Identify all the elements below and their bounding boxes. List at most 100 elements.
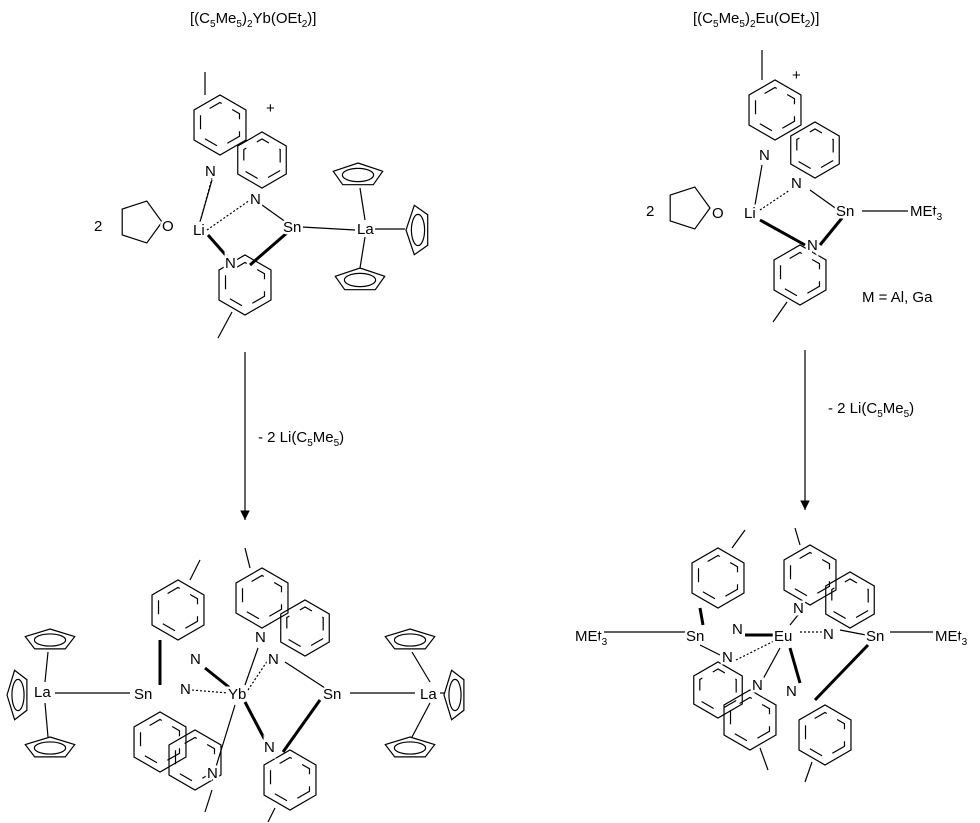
bond (243, 701, 268, 743)
structure-bottom-left: La Sn Yb Sn La N N N N N N (32, 627, 440, 785)
ring-double-bonds (199, 101, 241, 149)
cp-aromatic-circle (33, 741, 67, 755)
bond (759, 747, 769, 771)
atom-la: La (357, 221, 374, 238)
pyridine-ring (693, 661, 743, 719)
atom-n: N (250, 191, 261, 208)
atom-n: N (255, 629, 266, 646)
cyclopentadienyl-ring (24, 736, 76, 758)
cyclopentadienyl-ring (334, 267, 386, 291)
reagent-right: [(C5Me5)2Eu(OEt2)] (693, 10, 819, 30)
bond (754, 164, 763, 206)
coefficient: 2 (646, 203, 654, 220)
cp-aromatic-circle (343, 272, 377, 288)
atom-n: N (823, 626, 834, 643)
cp-aromatic-circle (393, 741, 427, 755)
bond (813, 643, 870, 702)
bond (204, 666, 231, 690)
bond (249, 230, 289, 267)
dative-bond (735, 639, 777, 661)
pyridine-ring (237, 131, 287, 189)
atom-n: N (205, 163, 216, 180)
atom-n: N (786, 683, 797, 700)
bond (411, 651, 431, 683)
bond (772, 301, 788, 323)
atom-sn: Sn (283, 219, 301, 236)
bond (284, 661, 326, 689)
bond (44, 702, 49, 738)
pyridine-ring (748, 79, 802, 141)
dative-bond (191, 689, 229, 694)
group-met3: MEt3 (935, 628, 968, 648)
pyridine-ring (691, 547, 745, 609)
ring-double-bonds (157, 586, 199, 634)
bond (818, 217, 844, 246)
bond (809, 189, 839, 211)
cp-aromatic-circle (341, 167, 375, 183)
cyclopentadienyl-ring (384, 628, 436, 650)
atom-n: N (190, 651, 201, 668)
bond (359, 236, 366, 269)
ring-double-bonds (831, 578, 869, 622)
atom-o: O (162, 218, 174, 235)
bond (301, 226, 356, 231)
ring-double-bonds (286, 606, 324, 650)
ring-double-bonds (796, 128, 834, 172)
ring-double-bonds (729, 696, 771, 744)
atom-sn: Sn (836, 203, 854, 220)
ring-double-bonds (224, 261, 266, 309)
bond (411, 702, 431, 738)
ring-double-bonds (174, 736, 216, 784)
pyridine-ring (783, 544, 837, 606)
atom-yb: Yb (228, 686, 246, 703)
arrow-label-right: - 2 Li(C5Me5) (828, 400, 914, 420)
atom-li: Li (744, 205, 756, 222)
cyclopentadienyl-ring (332, 162, 384, 186)
bond (189, 559, 201, 581)
atom-n: N (207, 765, 218, 782)
cp-aromatic-circle (33, 633, 67, 647)
pyridine-ring (723, 689, 777, 751)
dative-bond (206, 199, 251, 231)
bond (267, 807, 276, 823)
bond (794, 527, 801, 546)
pyridine-ring (263, 749, 317, 811)
bond (244, 647, 259, 686)
atom-eu: Eu (774, 628, 792, 645)
atom-li: Li (193, 222, 205, 239)
ring-double-bonds (139, 718, 181, 766)
atom-n: N (225, 255, 236, 272)
structure-bottom-right: MEt3 Sn Eu Sn MEt3 N N N N N N (573, 598, 971, 703)
dative-bond (247, 659, 269, 691)
bond (839, 629, 867, 636)
ring-double-bonds (697, 554, 739, 602)
atom-sn: Sn (866, 628, 884, 645)
cp-aromatic-circle (410, 213, 426, 247)
atom-sn: Sn (323, 686, 341, 703)
bonds-layer (6, 50, 933, 823)
atom-la: La (34, 684, 51, 701)
cyclopentadienyl-ring (6, 669, 28, 721)
structure-top-left: + 2 O Li N N N Sn La (94, 100, 377, 275)
atom-n: N (268, 651, 279, 668)
dative-bond (759, 189, 791, 211)
ring-double-bonds (804, 711, 846, 759)
ring-double-bonds (779, 251, 821, 299)
atom-sn: Sn (134, 686, 152, 703)
group-met3: MEt3 (575, 628, 608, 648)
pyridine-ring (133, 711, 187, 773)
atom-n: N (752, 677, 763, 694)
bond (699, 644, 721, 656)
ring-double-bonds (754, 86, 796, 134)
pyridine-ring (773, 244, 827, 306)
atom-n: N (791, 175, 802, 192)
ring-double-bonds (241, 574, 283, 622)
bond (217, 311, 233, 339)
pyridine-ring (280, 599, 330, 657)
pyridine-ring (235, 567, 289, 629)
atom-n: N (807, 237, 818, 254)
thf-ring (121, 200, 163, 244)
cp-aromatic-circle (11, 678, 25, 712)
atom-sn: Sn (686, 628, 704, 645)
charge-plus: + (792, 67, 801, 84)
